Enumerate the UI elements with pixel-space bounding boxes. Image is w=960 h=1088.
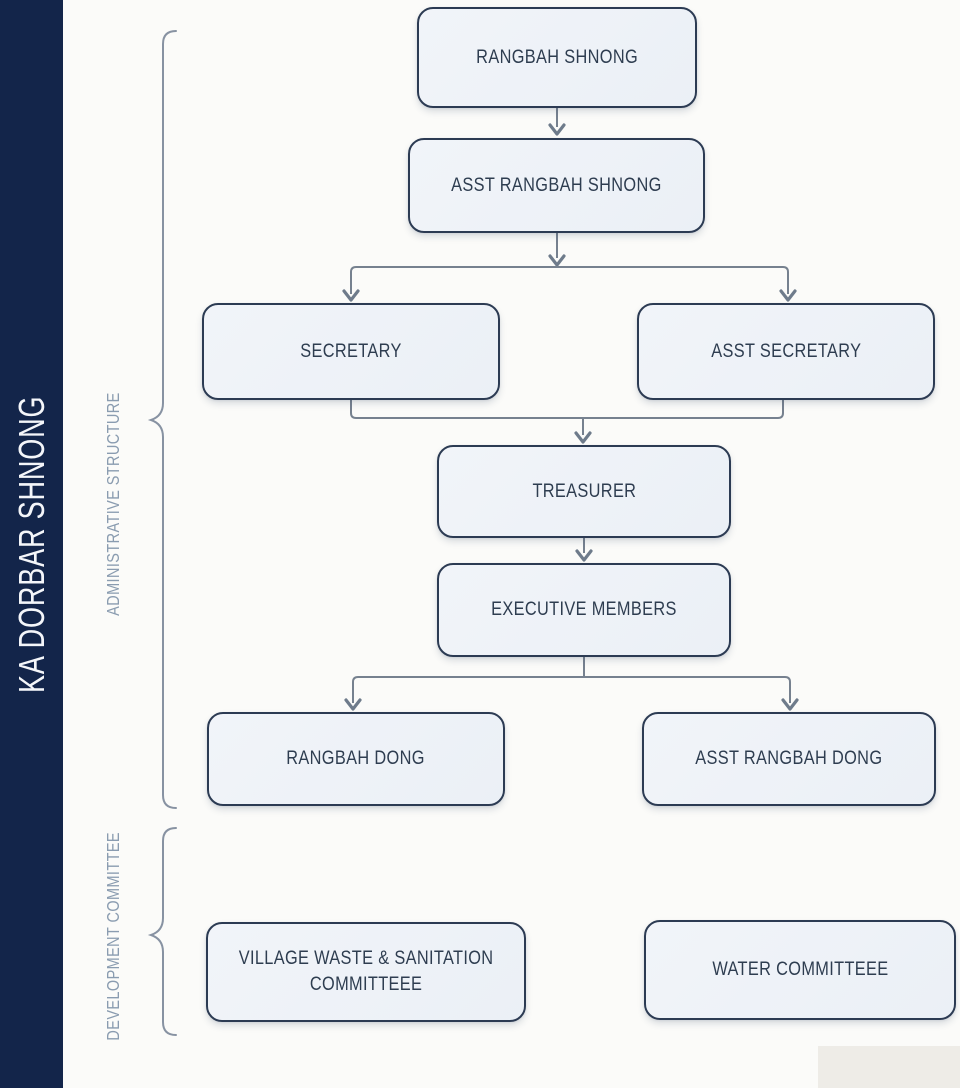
development-section-brace	[147, 827, 177, 1036]
chart-title: KA DORBAR SHNONG	[10, 395, 52, 693]
title-sidebar: KA DORBAR SHNONG	[0, 0, 63, 1088]
edge-treasurer-to-executive	[575, 538, 593, 562]
node-label: ASST RANGBAH DONG	[695, 748, 883, 770]
node-label: ASST RANGBAH SHNONG	[451, 174, 662, 196]
node-rangbah-dong: RANGBAH DONG	[207, 712, 505, 806]
administrative-section-brace	[147, 30, 177, 809]
edge-asst-to-secretaries	[342, 233, 797, 302]
edge-secretaries-to-treasurer	[350, 400, 784, 444]
node-label: ASST SECRETARY	[710, 340, 862, 362]
node-asst-rangbah-dong: ASST RANGBAH DONG	[642, 712, 936, 806]
edge-rangbah-shnong-to-asst	[548, 108, 566, 136]
node-water-committee: WATER COMMITTEEE	[644, 920, 956, 1020]
node-treasurer: TREASURER	[437, 445, 731, 538]
node-label: EXECUTIVE MEMBERS	[491, 599, 677, 621]
node-asst-secretary: ASST SECRETARY	[637, 303, 935, 400]
node-secretary: SECRETARY	[202, 303, 500, 400]
node-label: WATER COMMITTEEE	[711, 959, 889, 981]
node-executive-members: EXECUTIVE MEMBERS	[437, 563, 731, 657]
watermark-patch	[818, 1046, 960, 1088]
node-village-waste-sanitation-committee: VILLAGE WASTE & SANITATION COMMITTEEE	[206, 922, 526, 1022]
node-label: SECRETARY	[300, 340, 402, 362]
section-label-administrative-structure: ADMINISTRATIVE STRUCTURE	[103, 392, 124, 616]
node-rangbah-shnong: RANGBAH SHNONG	[417, 7, 697, 108]
node-label: RANGBAH SHNONG	[476, 46, 638, 68]
edge-executive-to-dongs	[344, 657, 799, 711]
node-label: VILLAGE WASTE & SANITATION COMMITTEEE	[238, 948, 494, 995]
node-label: RANGBAH DONG	[286, 748, 426, 770]
section-label-development-committee: DEVELOPMENT COMMITTEE	[103, 832, 124, 1041]
node-label: TREASURER	[532, 480, 636, 502]
node-asst-rangbah-shnong: ASST RANGBAH SHNONG	[408, 138, 705, 233]
